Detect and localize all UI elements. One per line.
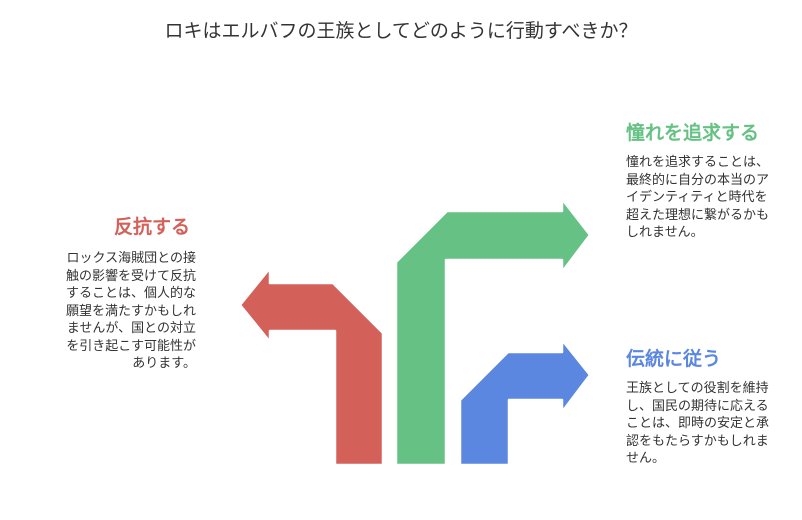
- heading-dream: 憧れを追求する: [626, 122, 760, 144]
- arrow-rebel-shape: [238, 266, 385, 467]
- heading-rebel: 反抗する: [113, 216, 190, 238]
- arrow-rebel: [238, 266, 385, 467]
- arrow-dream: [394, 197, 592, 467]
- diagram-title: ロキはエルバフの王族としてどのように行動すべきか？: [164, 20, 638, 42]
- arrow-tradition-shape: [458, 338, 592, 467]
- heading-tradition: 伝統に従う: [626, 348, 722, 370]
- description-rebel: ロックス海賊団との接触の影響を受けて反抗することは、個人的な願望を満たすかもしれ…: [65, 251, 196, 371]
- arrow-tradition: [458, 338, 592, 467]
- description-tradition: 王族としての役割を維持し、国民の期待に応えることは、即時の安定と承認をもたらすか…: [626, 381, 770, 466]
- arrow-dream-shape: [394, 197, 592, 467]
- description-dream: 憧れを追求することは、最終的に自分の本当のアイデンティティと時代を超えた理想に繋…: [626, 155, 770, 240]
